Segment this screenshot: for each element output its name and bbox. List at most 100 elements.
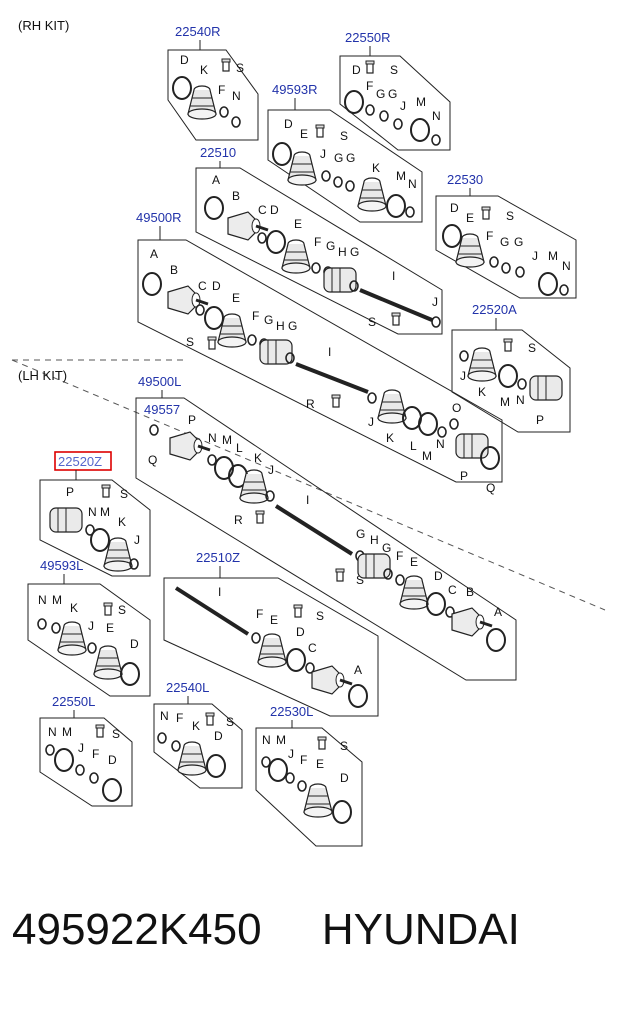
sring-part-icon	[37, 618, 47, 630]
part-letter-label: N	[436, 437, 445, 451]
part-letter-label: N	[262, 733, 271, 747]
part-number-label[interactable]: 49500R	[136, 210, 182, 225]
sring-part-icon	[459, 350, 469, 362]
part-letter-label: S	[236, 61, 244, 75]
ring-part-icon	[268, 758, 288, 782]
part-letter-label: F	[218, 83, 225, 97]
sring-part-icon	[393, 118, 403, 130]
part-letter-label: D	[296, 625, 305, 639]
ring-part-icon	[272, 142, 292, 166]
sring-part-icon	[51, 622, 61, 634]
part-number-label[interactable]: 22550L	[52, 694, 95, 709]
part-number-label[interactable]: 22520A	[472, 302, 517, 317]
bolt-part-icon	[95, 724, 105, 738]
part-number-label[interactable]: 22510	[200, 145, 236, 160]
cv-part-icon	[450, 606, 494, 638]
boot-part-icon	[281, 239, 311, 274]
part-letter-label: J	[268, 463, 274, 477]
part-letter-label: K	[70, 601, 78, 615]
part-letter-label: D	[340, 771, 349, 785]
part-number-label[interactable]: 22520Z	[58, 454, 102, 469]
part-number-label[interactable]: 49593R	[272, 82, 318, 97]
bolt-part-icon	[315, 124, 325, 138]
sring-part-icon	[379, 110, 389, 122]
part-letter-label: G	[382, 541, 391, 555]
part-letter-label: N	[562, 259, 571, 273]
ring-part-icon	[286, 648, 306, 672]
rh-kit-label: (RH KIT)	[18, 18, 69, 33]
part-letter-label: N	[516, 393, 525, 407]
part-letter-label: E	[270, 613, 278, 627]
part-letter-label: A	[150, 247, 158, 261]
part-number-label[interactable]: 49557	[144, 402, 180, 417]
part-letter-label: N	[160, 709, 169, 723]
part-letter-label: M	[276, 733, 286, 747]
part-letter-label: S	[112, 727, 120, 741]
part-letter-label: S	[118, 603, 126, 617]
part-letter-label: P	[536, 413, 544, 427]
ring-part-icon	[442, 224, 462, 248]
sring-part-icon	[257, 232, 267, 244]
sring-part-icon	[367, 392, 377, 404]
part-letter-label: S	[186, 335, 194, 349]
part-letter-label: E	[294, 217, 302, 231]
ring-part-icon	[332, 800, 352, 824]
part-letter-label: K	[254, 451, 262, 465]
gbox-part-icon	[259, 339, 293, 365]
part-number-label[interactable]: 22540L	[166, 680, 209, 695]
part-number-label[interactable]: 22540R	[175, 24, 221, 39]
part-letter-label: N	[208, 431, 217, 445]
ring-part-icon	[498, 364, 518, 388]
part-letter-label: A	[212, 173, 220, 187]
part-letter-label: J	[320, 147, 326, 161]
part-letter-label: J	[400, 99, 406, 113]
part-number-label[interactable]: 49500L	[138, 374, 181, 389]
brand-name: HYUNDAI	[321, 905, 520, 954]
part-letter-label: G	[264, 313, 273, 327]
sring-part-icon	[285, 772, 295, 784]
bolt-part-icon	[391, 312, 401, 326]
part-letter-label: B	[232, 189, 240, 203]
part-letter-label: E	[410, 555, 418, 569]
part-number-label[interactable]: 22550R	[345, 30, 391, 45]
ring-part-icon	[410, 118, 430, 142]
part-letter-label: D	[284, 117, 293, 131]
sring-part-icon	[89, 772, 99, 784]
boot-part-icon	[177, 741, 207, 776]
part-letter-label: M	[500, 395, 510, 409]
part-letter-label: M	[548, 249, 558, 263]
ring-part-icon	[120, 662, 140, 686]
part-letter-label: S	[356, 573, 364, 587]
part-letter-label: G	[514, 235, 523, 249]
part-letter-label: P	[66, 485, 74, 499]
part-number-label[interactable]: 49593L	[40, 558, 83, 573]
part-letter-label: J	[134, 533, 140, 547]
boot-part-icon	[303, 783, 333, 818]
part-number-label[interactable]: 22510Z	[196, 550, 240, 565]
ring-part-icon	[344, 90, 364, 114]
boot-part-icon	[357, 177, 387, 212]
ring-part-icon	[266, 230, 286, 254]
sring-part-icon	[431, 134, 441, 146]
sring-part-icon	[501, 262, 511, 274]
boot-part-icon	[57, 621, 87, 656]
kit-22530: 22530 D E S F G G J M N	[435, 172, 577, 299]
part-letter-label: F	[300, 753, 307, 767]
ring-part-icon	[214, 456, 234, 480]
part-letter-label: Q	[486, 481, 495, 495]
part-number-label[interactable]: 22530	[447, 172, 483, 187]
sring-part-icon	[405, 206, 415, 218]
sring-part-icon	[437, 426, 447, 438]
part-letter-label: S	[390, 63, 398, 77]
kit-22540r: 22540R D K S F N	[167, 24, 259, 141]
part-letter-label: M	[62, 725, 72, 739]
bolt-part-icon	[255, 510, 265, 524]
sring-part-icon	[45, 744, 55, 756]
part-letter-label: A	[354, 663, 362, 677]
part-number-label[interactable]: 22530L	[270, 704, 313, 719]
part-letter-label: F	[486, 229, 493, 243]
part-letter-label: F	[252, 309, 259, 323]
kit-22530l: 22530L N M J F S E D	[255, 704, 363, 847]
part-letter-label: K	[192, 719, 200, 733]
sring-part-icon	[517, 378, 527, 390]
